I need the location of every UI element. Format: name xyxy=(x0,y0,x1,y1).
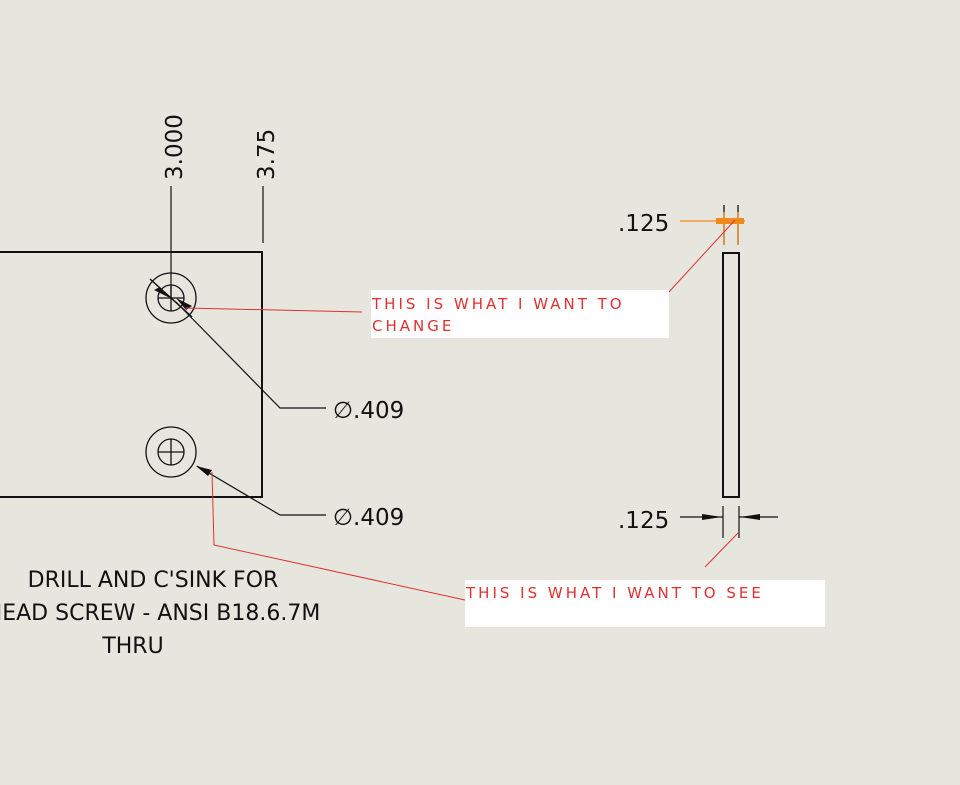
callout-leader-change xyxy=(184,307,363,313)
dimension-375[interactable]: 3.75 xyxy=(254,129,280,180)
hole-note-line3: THRU xyxy=(101,634,163,659)
dimension-3000[interactable]: 3.000 xyxy=(162,114,188,180)
front-view[interactable] xyxy=(0,251,263,498)
callout-leader-see-dim xyxy=(704,532,739,568)
plate-outline[interactable] xyxy=(0,251,263,498)
callout-change-line1: THIS IS WHAT I WANT TO xyxy=(371,295,625,313)
hole-note[interactable]: DRILL AND C'SINK FOR HEAD SCREW - ANSI B… xyxy=(0,568,320,659)
callout-leader-see xyxy=(211,471,466,601)
dimension-thickness-top-lines[interactable] xyxy=(680,205,745,245)
dimension-thickness-bottom[interactable]: .125 xyxy=(618,508,669,534)
dimension-thickness-top[interactable]: .125 xyxy=(618,211,669,237)
callout-see-text: THIS IS WHAT I WANT TO SEE xyxy=(465,584,764,602)
dimension-thickness-bottom-lines[interactable] xyxy=(680,506,778,538)
side-view-outline[interactable] xyxy=(722,252,740,498)
callout-see[interactable]: THIS IS WHAT I WANT TO SEE xyxy=(465,580,825,627)
dimension-hole-bottom-diameter[interactable]: ∅.409 xyxy=(333,505,404,531)
hole-note-line1: DRILL AND C'SINK FOR xyxy=(28,568,279,593)
leader-hole-top xyxy=(175,301,326,409)
hole-bottom[interactable] xyxy=(145,426,197,478)
leader-hole-bottom xyxy=(196,465,326,516)
dimension-hole-top-diameter[interactable]: ∅.409 xyxy=(333,398,404,424)
hole-note-line2: HEAD SCREW - ANSI B18.6.7M xyxy=(0,601,320,626)
callout-change[interactable]: THIS IS WHAT I WANT TO CHANGE xyxy=(371,290,669,338)
callout-change-line2: CHANGE xyxy=(372,317,454,335)
callout-leader-change-dim xyxy=(667,219,736,294)
